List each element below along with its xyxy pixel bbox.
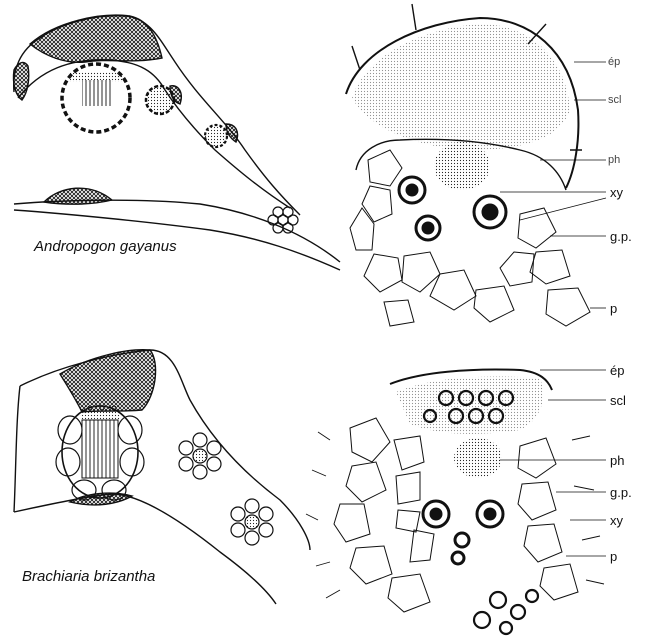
label-epidermis-top: ép [608, 56, 620, 69]
brachiaria-scl-cap [60, 350, 156, 412]
andropogon-detail [346, 4, 606, 326]
label-xylem-top: xy [610, 186, 623, 199]
andropogon-lower-outline [18, 60, 290, 208]
andropogon-phloem [434, 142, 490, 190]
label-xylem-bottom: xy [610, 514, 623, 527]
label-gp-bottom: g.p. [610, 486, 632, 499]
label-parenchyma-top: p [610, 302, 617, 315]
brachiaria-minor-bundle-2 [231, 499, 273, 545]
andropogon-rosette [268, 207, 298, 233]
andropogon-bundle-xylem [82, 80, 112, 106]
label-epidermis-bottom: ép [610, 364, 624, 377]
brachiaria-lower-cap [70, 493, 132, 505]
label-sclerenchyma-top: scl [608, 94, 621, 107]
label-gp-top: g.p. [610, 230, 632, 243]
andropogon-scl-cap [30, 15, 162, 62]
species-name-brachiaria: Brachiaria brizantha [22, 568, 155, 585]
brachiaria-lower-outline [14, 494, 276, 604]
species-name-andropogon: Andropogon gayanus [34, 238, 177, 255]
andropogon-lower-cap [44, 188, 112, 204]
brachiaria-parenchyma [334, 418, 578, 612]
brachiaria-bottom-vessels [474, 590, 538, 634]
brachiaria-bundle-phloem [80, 406, 120, 420]
andropogon-left-cap [13, 63, 28, 100]
brachiaria-overview [14, 350, 310, 604]
andropogon-minor-bundle [205, 125, 227, 147]
label-phloem-bottom: ph [610, 454, 624, 467]
label-sclerenchyma-bottom: scl [610, 394, 626, 407]
brachiaria-bundle-xylem [82, 420, 118, 478]
brachiaria-left-edge [14, 386, 20, 512]
andropogon-bundle-phloem [68, 72, 124, 82]
andropogon-sclerenchyma-zone [352, 24, 570, 150]
brachiaria-minor-bundle-1 [179, 433, 221, 479]
brachiaria-phloem [454, 438, 502, 478]
andropogon-minor-cap [226, 124, 238, 142]
label-parenchyma-bottom: p [610, 550, 617, 563]
label-phloem-top: ph [608, 154, 620, 167]
brachiaria-detail [306, 370, 606, 634]
brachiaria-xylem-vessels [423, 501, 503, 564]
andropogon-overview [13, 15, 340, 270]
